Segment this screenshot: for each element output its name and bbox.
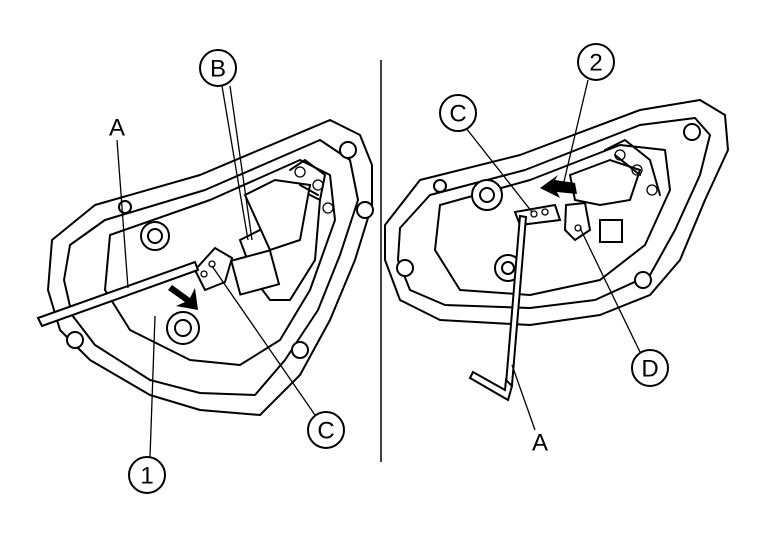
label-c: C — [449, 101, 466, 128]
label-b: B — [210, 56, 226, 83]
direction-arrow — [540, 175, 577, 198]
left-cover-outline — [47, 119, 373, 416]
left-panel: A B C 1 — [36, 49, 374, 494]
label-1: 1 — [140, 463, 153, 490]
label-a: A — [109, 115, 125, 142]
right-cover-outline — [384, 99, 729, 326]
direction-arrow — [168, 285, 198, 310]
plunger — [563, 201, 592, 242]
label-2: 2 — [589, 50, 602, 77]
bolt — [471, 179, 503, 211]
right-panel: C 2 D A — [384, 43, 729, 457]
stopper-pin — [36, 260, 200, 328]
hex-wrench — [504, 214, 528, 387]
label-c: C — [317, 418, 334, 445]
bolt — [166, 311, 200, 345]
bolt — [140, 221, 170, 251]
label-a: A — [532, 430, 548, 457]
label-d: D — [641, 356, 658, 383]
